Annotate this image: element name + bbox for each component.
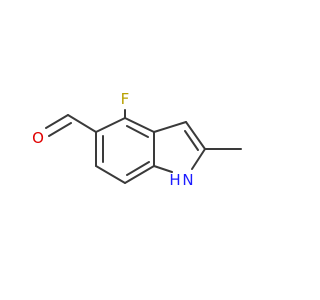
bond-c7-c7a — [124, 165, 155, 184]
bond-c6-c7 — [95, 165, 126, 184]
oxygen-label: O — [32, 129, 44, 147]
bond-c2-n1 — [191, 148, 206, 170]
bond-c3-c2-double — [184, 130, 199, 151]
structure-canvas: F O H N — [32, 90, 242, 189]
bond-c3a-c3 — [153, 121, 187, 133]
nitrogen-label: N — [182, 171, 193, 189]
nitrogen-hydrogen-label: H — [169, 171, 180, 189]
bond-c3-c2 — [185, 121, 206, 150]
bond-c3a-c4-double — [126, 125, 149, 138]
bond-c7-c7a-double — [126, 161, 150, 176]
bond-n1-c7a — [153, 165, 173, 173]
bond-cho-o-double — [48, 122, 72, 137]
bond-cho-o — [45, 114, 69, 129]
bond-c3a-c4 — [124, 117, 155, 133]
bond-c4-c5 — [95, 117, 126, 133]
bond-c5-cho — [67, 114, 97, 133]
fluorine-label: F — [121, 90, 130, 108]
molecule-diagram: F O H N — [32, 90, 242, 189]
